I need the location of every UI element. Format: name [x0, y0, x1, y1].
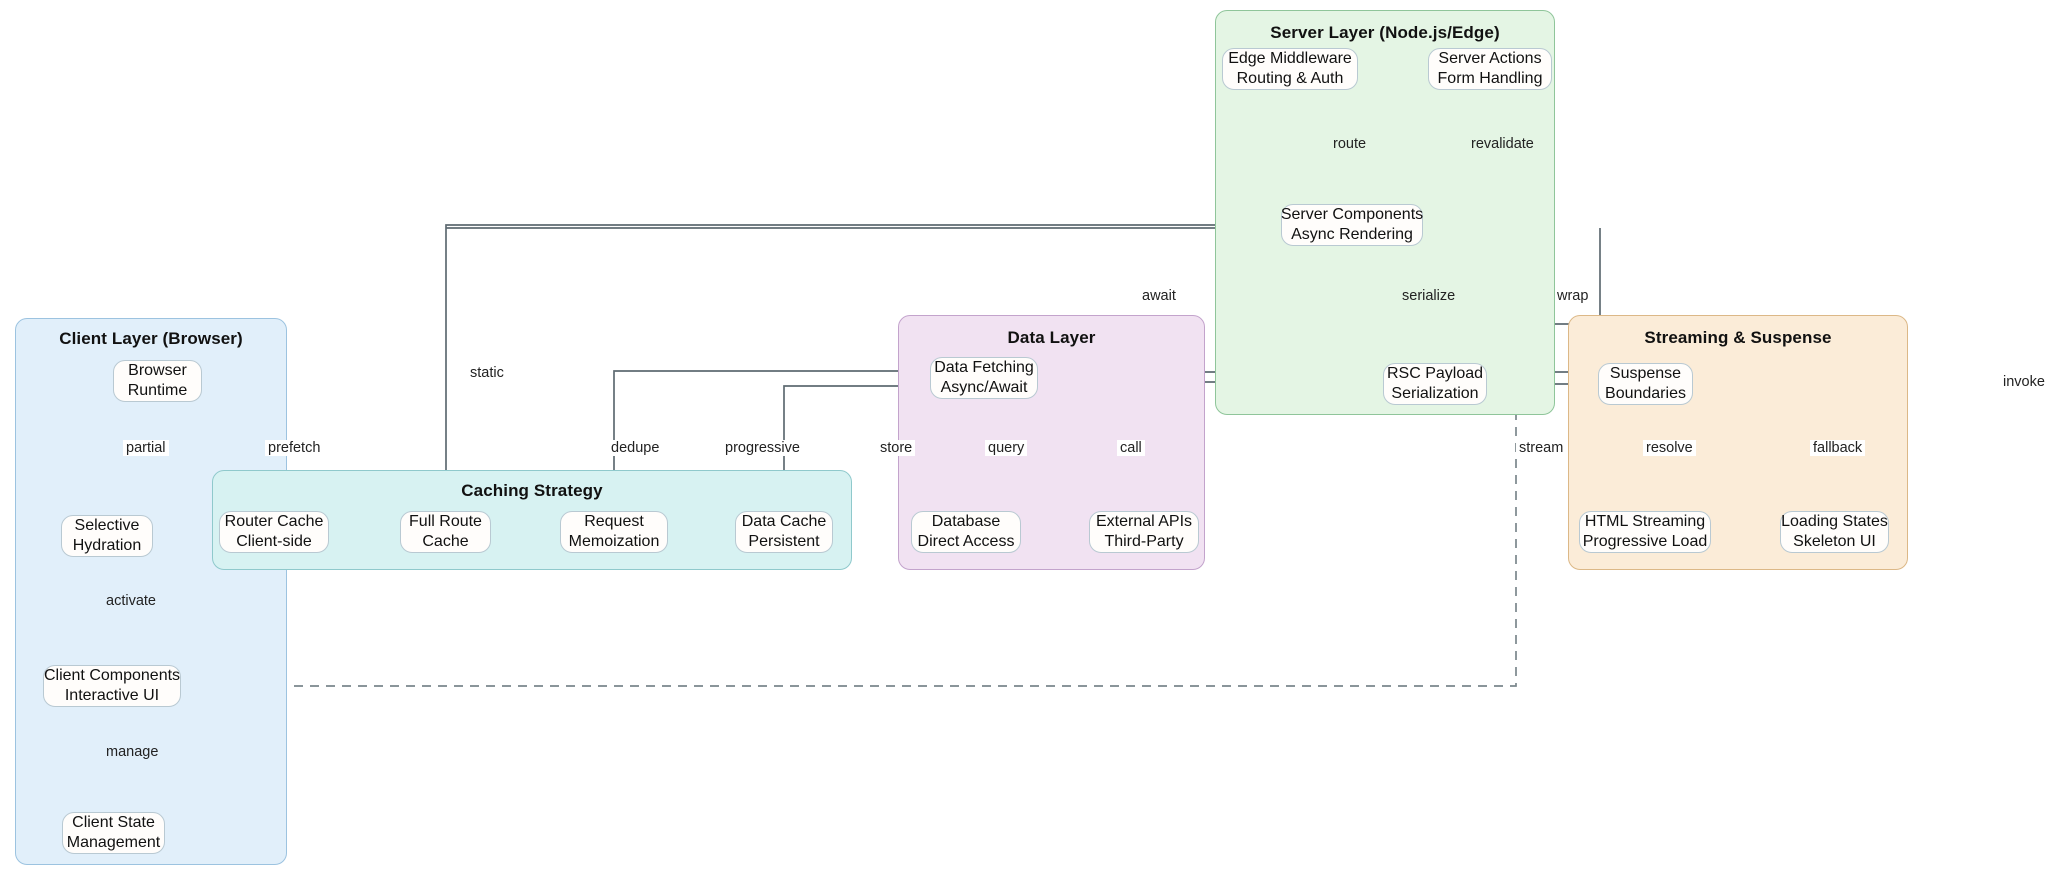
cluster-title-client-layer: Client Layer (Browser) [59, 329, 243, 348]
node-browser-runtime-line2: Runtime [127, 382, 188, 399]
node-data-fetching-line2: Async/Await [940, 379, 1028, 396]
node-data-cache[interactable]: Data Cache Persistent [735, 511, 833, 553]
node-router-cache-line1: Router Cache [224, 513, 324, 531]
edge-label-query: query [985, 440, 1028, 456]
edge-label-stream: stream [1516, 440, 1567, 456]
node-server-actions-line2: Form Handling [1437, 70, 1543, 87]
node-full-route-cache-line1: Full Route [409, 513, 482, 531]
cluster-client-layer: Client Layer (Browser) [15, 318, 287, 865]
node-external-apis-line2: Third-Party [1104, 533, 1184, 550]
node-data-cache-line1: Data Cache [741, 513, 827, 531]
node-database-line2: Direct Access [917, 533, 1015, 550]
node-client-components-line1: Client Components [43, 667, 181, 685]
node-full-route-cache[interactable]: Full Route Cache [400, 511, 491, 553]
node-database[interactable]: Database Direct Access [911, 511, 1021, 553]
node-database-line1: Database [931, 513, 1001, 531]
edge-label-serialize: serialize [1402, 288, 1456, 304]
node-selective-hydration-line2: Hydration [72, 537, 142, 554]
node-server-actions-line1: Server Actions [1438, 50, 1542, 68]
node-data-fetching-line1: Data Fetching [934, 359, 1034, 377]
node-html-streaming-line2: Progressive Load [1582, 533, 1708, 550]
edge-label-route: route [1333, 136, 1367, 152]
node-suspense-boundaries[interactable]: Suspense Boundaries [1598, 363, 1693, 405]
edge-label-invoke: invoke [2003, 374, 2045, 390]
node-server-actions[interactable]: Server Actions Form Handling [1428, 48, 1552, 90]
node-client-state-management[interactable]: Client State Management [62, 812, 165, 854]
edge-label-call: call [1117, 440, 1145, 456]
edge-label-fallback: fallback [1810, 440, 1866, 456]
edge-label-prefetch: prefetch [265, 440, 324, 456]
cluster-title-server-layer: Server Layer (Node.js/Edge) [1270, 23, 1500, 42]
edge-label-activate: activate [106, 593, 156, 609]
node-edge-middleware-line1: Edge Middleware [1228, 50, 1352, 68]
node-edge-middleware-line2: Routing & Auth [1236, 70, 1344, 87]
node-server-components-line1: Server Components [1280, 206, 1424, 224]
node-client-state-line1: Client State [72, 814, 155, 832]
node-router-cache[interactable]: Router Cache Client-side [219, 511, 329, 553]
node-browser-runtime[interactable]: Browser Runtime [113, 360, 202, 402]
edge-label-progressive: progressive [722, 440, 803, 456]
cluster-title-caching-strategy: Caching Strategy [461, 481, 603, 500]
edge-label-wrap: wrap [1557, 288, 1589, 304]
node-loading-states[interactable]: Loading States Skeleton UI [1780, 511, 1889, 553]
node-client-components[interactable]: Client Components Interactive UI [43, 665, 181, 707]
node-rsc-payload-line2: Serialization [1391, 385, 1479, 402]
node-suspense-boundaries-line2: Boundaries [1605, 385, 1686, 402]
node-html-streaming-line1: HTML Streaming [1584, 513, 1706, 531]
node-request-memoization[interactable]: Request Memoization [560, 511, 668, 553]
edge-data-fetching-request-memoization [608, 370, 930, 506]
edge-label-static: static [470, 365, 504, 381]
edge-label-manage: manage [106, 744, 159, 760]
node-client-state-line2: Management [66, 834, 161, 851]
node-loading-states-line1: Loading States [1781, 513, 1888, 531]
node-rsc-payload[interactable]: RSC Payload Serialization [1383, 363, 1487, 405]
node-edge-middleware[interactable]: Edge Middleware Routing & Auth [1222, 48, 1358, 90]
edge-data-fetching-data-cache [778, 385, 930, 506]
node-full-route-cache-line2: Cache [422, 533, 469, 550]
cluster-title-data-layer: Data Layer [1007, 328, 1096, 347]
node-browser-runtime-line1: Browser [128, 362, 187, 380]
node-server-components[interactable]: Server Components Async Rendering [1281, 204, 1423, 246]
node-request-memoization-line1: Request [584, 513, 644, 531]
node-router-cache-line2: Client-side [236, 533, 312, 550]
node-server-components-line2: Async Rendering [1291, 226, 1413, 243]
cluster-title-streaming-suspense: Streaming & Suspense [1644, 328, 1832, 347]
node-loading-states-line2: Skeleton UI [1793, 533, 1876, 550]
node-selective-hydration[interactable]: Selective Hydration [61, 515, 153, 557]
edge-label-store: store [877, 440, 916, 456]
node-client-components-line2: Interactive UI [64, 687, 160, 704]
edge-label-revalidate: revalidate [1471, 136, 1534, 152]
node-html-streaming[interactable]: HTML Streaming Progressive Load [1579, 511, 1711, 553]
node-selective-hydration-line1: Selective [74, 517, 140, 535]
node-request-memoization-line2: Memoization [568, 533, 660, 550]
node-external-apis[interactable]: External APIs Third-Party [1089, 511, 1199, 553]
node-suspense-boundaries-line1: Suspense [1609, 365, 1682, 383]
edge-label-dedupe: dedupe [608, 440, 663, 456]
node-data-fetching[interactable]: Data Fetching Async/Await [930, 357, 1038, 399]
edge-label-resolve: resolve [1643, 440, 1696, 456]
node-external-apis-line1: External APIs [1095, 513, 1193, 531]
edge-label-await: await [1142, 288, 1176, 304]
node-rsc-payload-line1: RSC Payload [1386, 365, 1484, 383]
edge-label-partial: partial [123, 440, 169, 456]
edge-server-components-full-route-cache [440, 224, 1281, 506]
node-data-cache-line2: Persistent [748, 533, 820, 550]
